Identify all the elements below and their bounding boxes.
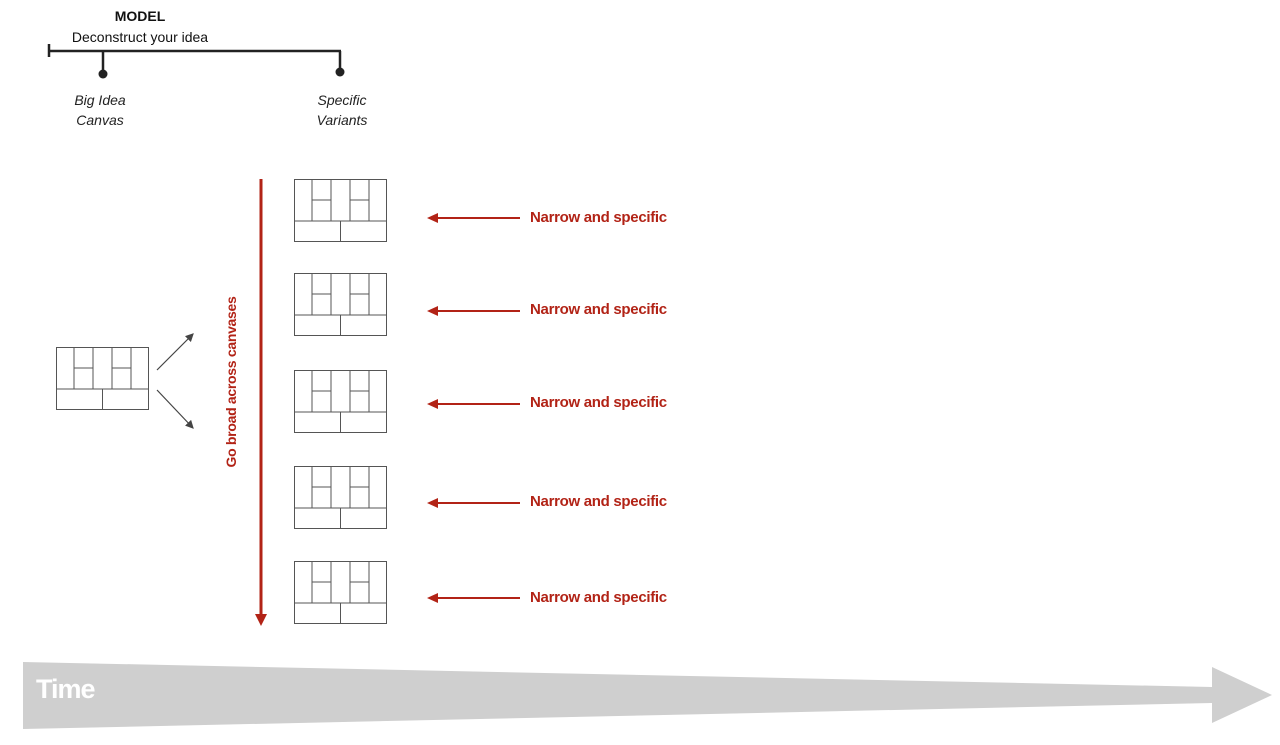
specific-variants-node bbox=[335, 67, 345, 77]
model-title: MODEL bbox=[114, 8, 166, 24]
broad-arrow-head bbox=[255, 614, 267, 626]
variant-canvas bbox=[294, 561, 387, 624]
stage-label-specific-variants: Specific Variants bbox=[282, 90, 402, 130]
narrow-label: Narrow and specific bbox=[530, 394, 667, 411]
narrow-arrow-head bbox=[427, 306, 438, 316]
narrow-arrow-head bbox=[427, 399, 438, 409]
stage-label-line: Big Idea bbox=[74, 92, 126, 108]
stage-label-line: Canvas bbox=[76, 112, 124, 128]
stage-label-line: Specific bbox=[317, 92, 367, 108]
variant-canvas bbox=[294, 273, 387, 336]
narrow-label: Narrow and specific bbox=[530, 301, 667, 318]
variant-canvas bbox=[294, 370, 387, 433]
model-timeline bbox=[47, 44, 345, 79]
go-broad-label: Go broad across canvases bbox=[223, 296, 239, 468]
stage-label-line: Variants bbox=[316, 112, 368, 128]
model-subtitle: Deconstruct your idea bbox=[71, 29, 209, 45]
time-label: Time bbox=[36, 674, 96, 704]
diverge-arrow-up bbox=[156, 333, 194, 371]
big-idea-canvas bbox=[56, 347, 149, 410]
variant-group bbox=[294, 179, 520, 624]
narrow-arrow-head bbox=[427, 593, 438, 603]
narrow-label: Narrow and specific bbox=[530, 589, 667, 606]
variant-canvas bbox=[294, 466, 387, 529]
diverge-arrow-down bbox=[156, 389, 194, 429]
narrow-label: Narrow and specific bbox=[530, 493, 667, 510]
narrow-label: Narrow and specific bbox=[530, 209, 667, 226]
big-idea-node bbox=[98, 69, 108, 79]
stage-label-big-idea: Big Idea Canvas bbox=[40, 90, 160, 130]
narrow-arrow-head bbox=[427, 213, 438, 223]
narrow-arrow-head bbox=[427, 498, 438, 508]
time-arrow bbox=[23, 662, 1272, 729]
variant-canvas bbox=[294, 179, 387, 242]
